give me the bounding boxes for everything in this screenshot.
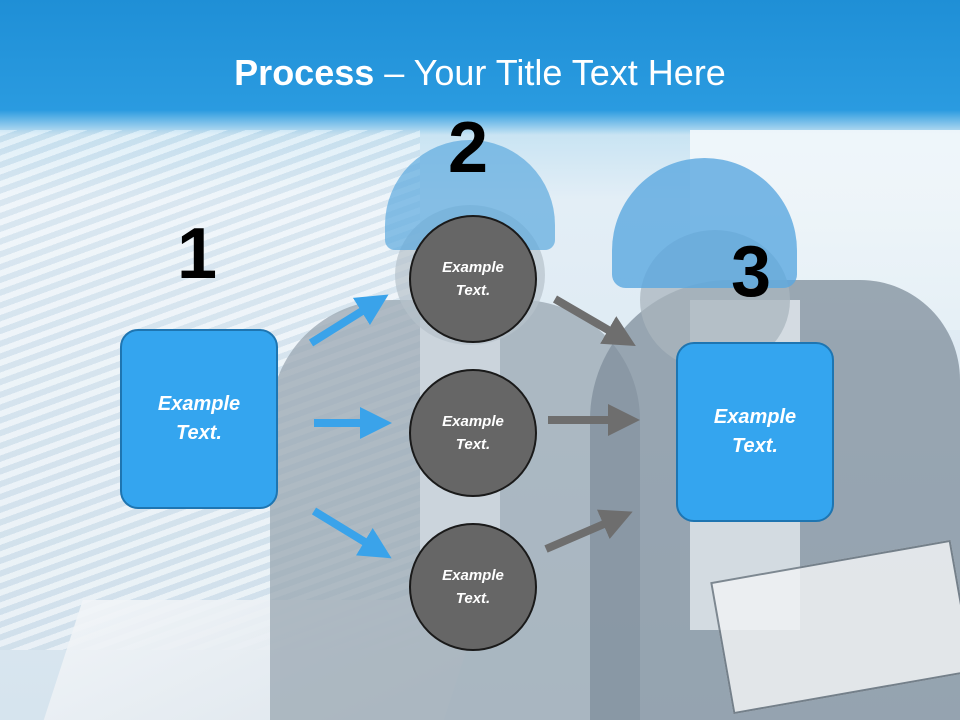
title-bar: Process – Your Title Text Here: [0, 0, 960, 130]
circle-bottom-line2: Text.: [455, 590, 491, 607]
step-2-circle-bottom[interactable]: Example Text.: [409, 523, 537, 651]
slide-title-bold: Process: [234, 52, 375, 93]
step-3-box[interactable]: Example Text.: [676, 342, 834, 522]
step-3-line1: Example: [713, 406, 797, 428]
circle-middle-line2: Text.: [455, 436, 491, 453]
circle-top-line2: Text.: [455, 282, 491, 299]
arrow-blue-down: [311, 507, 392, 559]
step-3-line2: Text.: [732, 435, 778, 457]
step-1-box[interactable]: Example Text.: [120, 329, 278, 509]
circle-top-line1: Example: [442, 259, 504, 276]
step-1-line1: Example: [157, 393, 241, 415]
step-number-2[interactable]: 2: [448, 108, 489, 188]
step-2-circle-middle[interactable]: Example Text.: [409, 369, 537, 497]
circle-top-text: Example Text.: [428, 256, 518, 302]
arrow-gray-down: [552, 295, 636, 347]
step-1-line2: Text.: [176, 422, 222, 444]
circle-middle-line1: Example: [442, 413, 504, 430]
step-2-circle-top[interactable]: Example Text.: [409, 215, 537, 343]
arrow-gray-up: [544, 509, 633, 553]
step-number-3[interactable]: 3: [731, 232, 772, 312]
step-number-1[interactable]: 1: [177, 214, 218, 294]
circle-bottom-line1: Example: [442, 567, 504, 584]
slide-title-rest: – Your Title Text Here: [374, 52, 726, 93]
arrow-blue-up: [308, 294, 389, 347]
step-1-text: Example Text.: [144, 390, 254, 448]
circle-middle-text: Example Text.: [428, 410, 518, 456]
step-3-text: Example Text.: [700, 403, 810, 461]
slide-title[interactable]: Process – Your Title Text Here: [0, 52, 960, 94]
circle-bottom-text: Example Text.: [428, 564, 518, 610]
